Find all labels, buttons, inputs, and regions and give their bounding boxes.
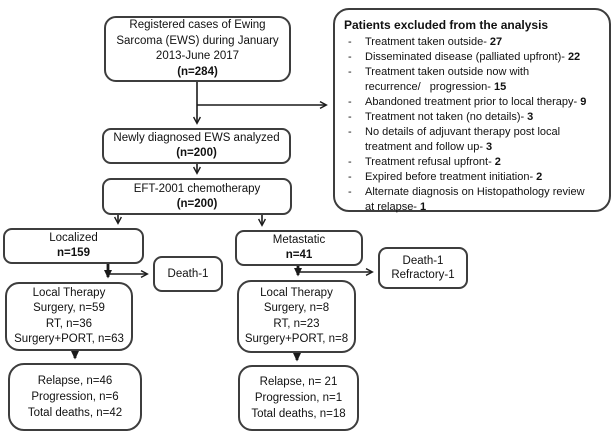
box-death-localized: Death-1 [153, 256, 223, 292]
excluded-item-count: 27 [489, 36, 503, 48]
newly-line: Newly diagnosed EWS analyzed [113, 132, 280, 144]
box-newly-diagnosed: Newly diagnosed EWS analyzed (n=200) [102, 128, 291, 164]
bullet-dash: - [348, 36, 352, 48]
metastatic-count: n=41 [285, 249, 313, 261]
excluded-item-body: Alternate diagnosis on Histopathology re… [365, 185, 605, 215]
excluded-item-count: 2 [494, 156, 501, 168]
box-patients-excluded: Patients excluded from the analysis - Tr… [333, 8, 611, 215]
box-outcomes-metastatic: Relapse, n= 21 Progression, n=1 Total de… [238, 365, 359, 431]
bullet-dash: - [348, 66, 352, 78]
bullet-dash: - [348, 156, 352, 168]
registered-line: Sarcoma (EWS) during January [116, 34, 279, 47]
excluded-item: - No details of adjuvant therapy post lo… [344, 125, 605, 155]
excluded-item-body: Treatment not taken (no details)-3 [365, 110, 605, 125]
bullet-dash: - [348, 111, 352, 123]
excluded-item: - Treatment taken outside-27 [344, 35, 605, 50]
excluded-item: - Treatment taken outside now with recur… [344, 65, 605, 95]
out-left-line: Relapse, n=46 [37, 375, 113, 387]
out-left-line: Progression, n=6 [31, 391, 119, 403]
registered-count: (n=284) [177, 65, 218, 78]
box-local-therapy-localized: Local Therapy Surgery, n=59 RT, n=36 Sur… [5, 282, 133, 351]
excluded-item-count: 3 [527, 111, 534, 123]
excluded-item-body: Treatment taken outside-27 [365, 35, 605, 50]
excluded-item-text: Treatment taken outside- [365, 36, 487, 48]
eft-count: (n=200) [176, 197, 218, 210]
metastatic-label: Metastatic [272, 234, 326, 246]
excluded-item: - Disseminated disease (palliated upfron… [344, 50, 605, 65]
lt-left-line: Surgery+PORT, n=63 [14, 333, 124, 345]
excluded-title: Patients excluded from the analysis [344, 18, 549, 32]
excluded-item-body: Expired before treatment initiation-2 [365, 170, 605, 185]
death-right-line: Refractory-1 [391, 269, 455, 281]
box-outcomes-localized: Relapse, n=46 Progression, n=6 Total dea… [8, 363, 142, 431]
excluded-item-body: Treatment taken outside now with recurre… [365, 65, 605, 95]
box-registered-cases: Registered cases of Ewing Sarcoma (EWS) … [104, 16, 291, 82]
registered-line: 2013-June 2017 [155, 50, 240, 62]
lt-left-line: Surgery, n=59 [33, 302, 105, 314]
out-left-line: Total deaths, n=42 [27, 407, 123, 419]
excluded-item-count: 9 [580, 96, 587, 108]
lt-left-line: Local Therapy [32, 286, 106, 299]
excluded-item-count: 1 [419, 201, 427, 213]
excluded-item: - Treatment not taken (no details)-3 [344, 110, 605, 125]
bullet-dash: - [348, 171, 352, 183]
death-right-line: Death-1 [402, 254, 444, 267]
box-localized: Localized n=159 [3, 228, 144, 264]
death-left-line: Death-1 [167, 267, 209, 280]
excluded-item-count: 15 [493, 81, 507, 93]
box-metastatic: Metastatic n=41 [235, 230, 363, 266]
excluded-item-text: Expired before treatment initiation- [365, 171, 534, 183]
out-right-line: Relapse, n= 21 [259, 376, 338, 388]
registered-line: Registered cases of Ewing [129, 19, 266, 31]
excluded-item-body: Disseminated disease (palliated upfront)… [365, 50, 605, 65]
bullet-dash: - [348, 51, 352, 63]
excluded-item-text: Treatment not taken (no details)- [365, 111, 525, 123]
lt-right-line: RT, n=23 [273, 317, 320, 330]
excluded-item-count: 22 [567, 51, 581, 63]
excluded-item-body: Treatment refusal upfront-2 [365, 155, 605, 170]
bullet-dash: - [348, 126, 352, 138]
excluded-item: - Expired before treatment initiation-2 [344, 170, 605, 185]
lt-right-line: Surgery, n=8 [263, 302, 330, 314]
excluded-item: - Treatment refusal upfront-2 [344, 155, 605, 170]
box-eft-chemotherapy: EFT-2001 chemotherapy (n=200) [102, 178, 292, 215]
out-right-line: Progression, n=1 [254, 392, 343, 404]
excluded-item-body: No details of adjuvant therapy post loca… [365, 125, 605, 155]
excluded-item: - Abandoned treatment prior to local the… [344, 95, 605, 110]
lt-right-line: Surgery+PORT, n=8 [244, 333, 349, 345]
eft-line: EFT-2001 chemotherapy [133, 182, 261, 195]
excluded-item-text: Treatment refusal upfront- [365, 156, 492, 168]
excluded-item-body: Abandoned treatment prior to local thera… [365, 95, 605, 110]
box-death-refractory-metastatic: Death-1 Refractory-1 [378, 247, 468, 289]
localized-count: n=159 [57, 247, 90, 259]
excluded-item-text: Alternate diagnosis on Histopathology re… [365, 186, 585, 213]
lt-right-line: Local Therapy [260, 286, 333, 299]
excluded-item-count: 3 [486, 141, 493, 153]
bullet-dash: - [348, 96, 352, 108]
localized-label: Localized [49, 232, 98, 244]
excluded-item-text: Abandoned treatment prior to local thera… [365, 96, 578, 108]
excluded-list: - Treatment taken outside-27 - Dissemina… [344, 35, 605, 215]
lt-left-line: RT, n=36 [45, 317, 93, 330]
newly-count: (n=200) [176, 147, 217, 159]
excluded-item-count: 2 [536, 171, 543, 183]
excluded-item-text: No details of adjuvant therapy post loca… [365, 126, 561, 153]
excluded-item-text: Disseminated disease (palliated upfront)… [365, 51, 565, 63]
bullet-dash: - [348, 186, 352, 198]
out-right-line: Total deaths, n=18 [251, 408, 346, 420]
box-local-therapy-metastatic: Local Therapy Surgery, n=8 RT, n=23 Surg… [237, 280, 356, 353]
excluded-item: - Alternate diagnosis on Histopathology … [344, 185, 605, 215]
excluded-item-text: Treatment taken outside now with recurre… [365, 66, 530, 93]
